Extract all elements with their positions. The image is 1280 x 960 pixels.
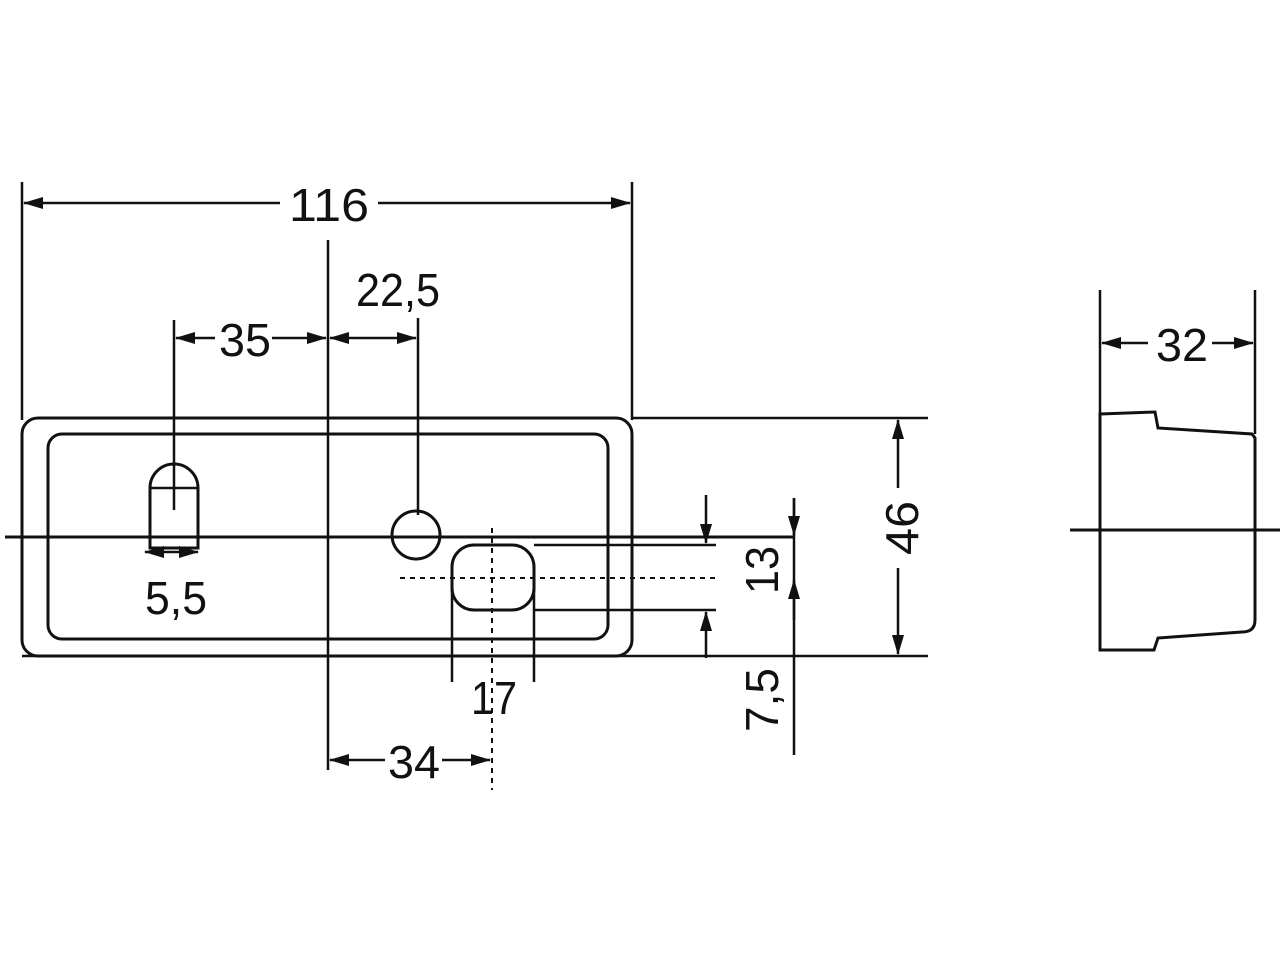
dim-7-5-label: 7,5 [736,668,788,732]
side-profile [1098,410,1257,652]
dim-116-label: 116 [289,179,369,231]
dim-13-label: 13 [736,546,788,594]
dim-34-label: 34 [388,736,440,788]
mounting-hole [390,509,442,561]
front-view: 116 35 22,5 5,5 17 34 13 7,5 46 [5,179,928,790]
dim-32-label: 32 [1156,319,1208,371]
dim-46-label: 46 [876,501,928,555]
dim-17-label: 17 [471,672,517,724]
dim-5-5-label: 5,5 [145,572,207,624]
side-view: 32 [1070,290,1280,652]
dim-22-5-label: 22,5 [356,264,440,316]
dim-35-label: 35 [219,314,271,366]
